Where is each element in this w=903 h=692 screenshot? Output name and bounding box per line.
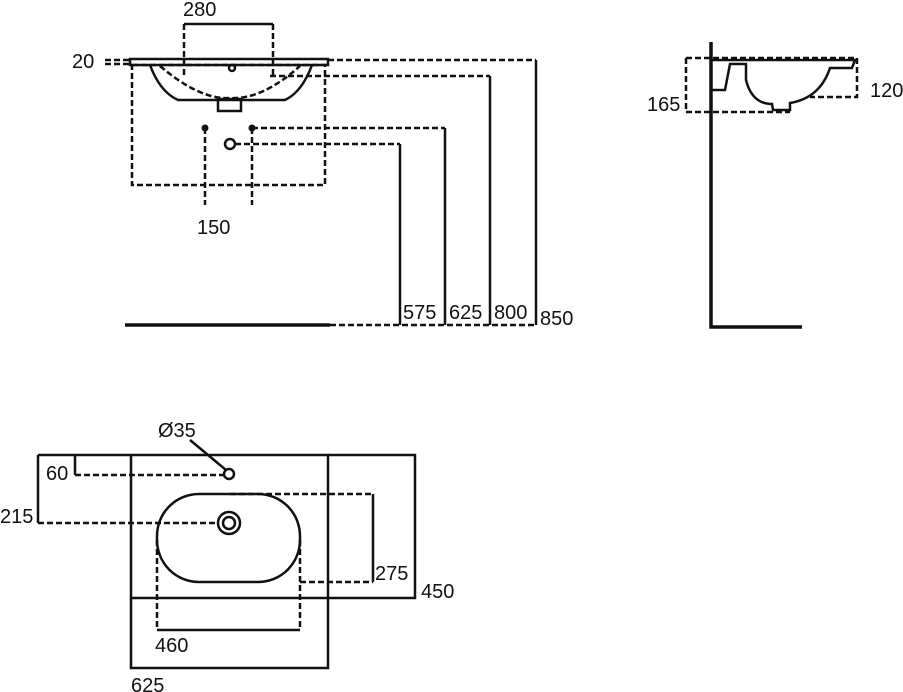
wall-and-floor [709, 42, 802, 329]
side-view: 165 120 [647, 42, 903, 329]
dim-waste-height: 575 [403, 302, 436, 324]
plan-view: Ø35 60 215 275 450 460 625 [0, 420, 454, 692]
dim-total-depth: 165 [647, 94, 680, 116]
waste-pipe [223, 137, 237, 151]
dim-supply-height: 625 [449, 302, 482, 324]
dim-bowl-width: 460 [155, 635, 188, 657]
dim-tap-spacing: 280 [183, 0, 216, 21]
dim-top-thickness: 20 [72, 51, 94, 73]
drain-outer [216, 510, 242, 536]
bowl-plan-outline [155, 492, 302, 584]
waste-outlet [216, 97, 243, 113]
vanity-outline [130, 63, 327, 187]
basin-section [712, 58, 857, 112]
drain-inner [221, 515, 237, 531]
dim-tap-hole-offset: 60 [46, 463, 68, 485]
dim-tap-hole-diameter: Ø35 [158, 420, 196, 442]
dim-pipe-spacing: 150 [197, 217, 230, 239]
dim-bowl-height: 800 [494, 302, 527, 324]
front-view: 20 280 150 575 625 800 850 [72, 0, 573, 330]
dim-overall-depth: 450 [421, 581, 454, 603]
dim-overall-width: 625 [131, 675, 164, 692]
dim-waste-offset: 215 [0, 506, 33, 528]
dim-bowl-depth: 120 [870, 80, 903, 102]
dim-bowl-depth-plan: 275 [375, 563, 408, 585]
basin-plan-outline [129, 453, 330, 600]
dim-rim-height: 850 [540, 308, 573, 330]
